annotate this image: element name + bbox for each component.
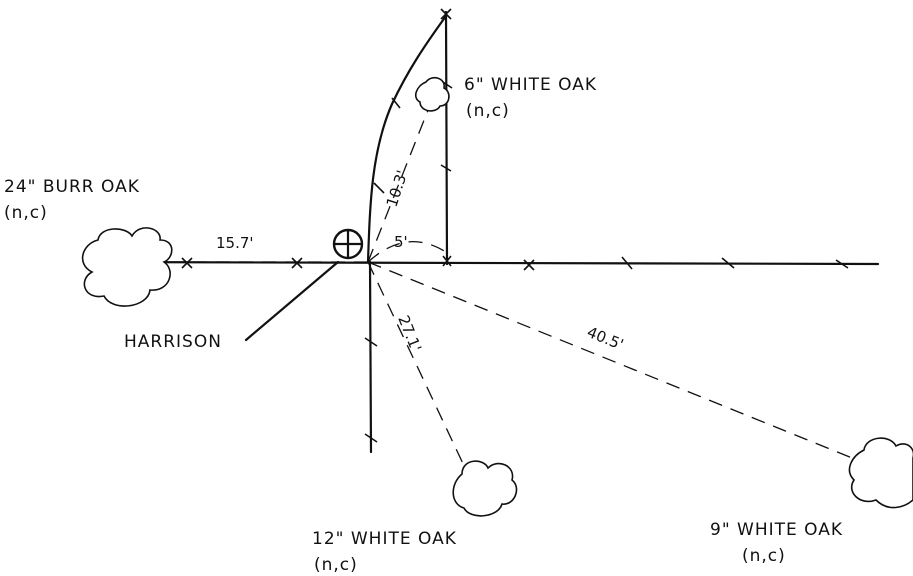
bearing-line-offset	[367, 241, 447, 263]
label-corner-harrison: HARRISON	[124, 332, 222, 352]
label-9in-white-oak: 9" WHITE OAK	[710, 520, 843, 540]
bearing-line-12in-white-oak	[367, 261, 467, 471]
bearing-line-6in-white-oak	[367, 99, 433, 263]
tree-canopy-icon	[848, 437, 913, 509]
harrison-leader-line	[244, 260, 340, 342]
distance-offset: 5'	[394, 233, 408, 251]
distance-12in-white-oak: 27.1'	[394, 313, 425, 355]
note-12in-white-oak: (n,c)	[314, 555, 358, 575]
fence-post-ticks	[84, 8, 849, 443]
note-24in-burr-oak: (n,c)	[4, 203, 48, 223]
note-9in-white-oak: (n,c)	[742, 546, 786, 566]
fence-line-vertical-north	[444, 10, 449, 266]
distance-9in-white-oak: 40.5'	[585, 323, 627, 354]
bearing-line-9in-white-oak	[367, 261, 863, 463]
survey-corner-marker-icon	[332, 228, 364, 260]
tree-canopy-icon	[414, 76, 450, 112]
label-12in-white-oak: 12" WHITE OAK	[312, 529, 457, 549]
label-6in-white-oak: 6" WHITE OAK	[464, 75, 597, 95]
fence-line-curved	[366, 14, 448, 264]
label-24in-burr-oak: 24" BURR OAK	[4, 177, 140, 197]
note-6in-white-oak: (n,c)	[466, 101, 510, 121]
distance-burr-oak: 15.7'	[216, 234, 254, 252]
fence-line-vertical-south	[368, 260, 373, 454]
tree-canopy-icon	[81, 227, 173, 307]
tree-canopy-icon	[452, 460, 518, 517]
distance-6in-white-oak: 10.3'	[383, 168, 412, 209]
